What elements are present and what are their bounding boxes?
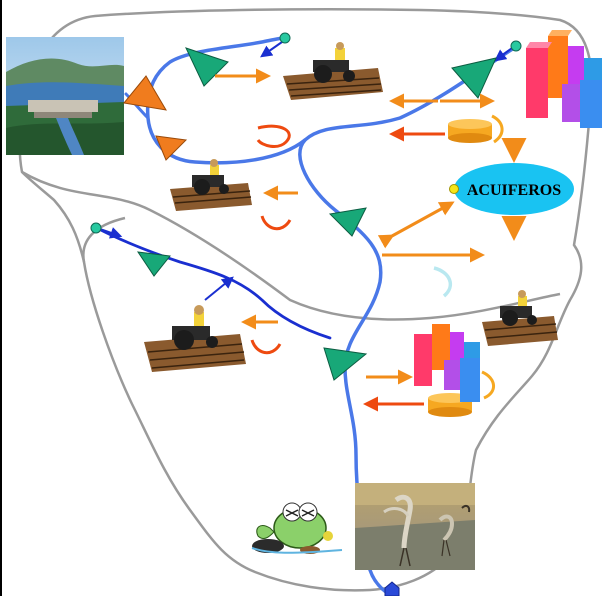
dam-triangle-main bbox=[123, 75, 167, 111]
tributary-inflow-arrow bbox=[204, 276, 234, 301]
aquifer: ACUIFEROS bbox=[449, 163, 574, 215]
aquifer-label: ACUIFEROS bbox=[467, 182, 561, 199]
gauge-triangle-middle bbox=[328, 207, 367, 237]
urban-swirl-upper bbox=[491, 114, 504, 144]
subbasin-divide bbox=[21, 170, 561, 321]
aquifer-node bbox=[449, 184, 459, 194]
tractor-icon bbox=[170, 159, 252, 211]
city-buildings-icon bbox=[526, 30, 602, 128]
dam-triangle-secondary bbox=[155, 135, 188, 161]
return-swirl-1 bbox=[256, 124, 291, 148]
gauge-triangle-east bbox=[451, 57, 497, 99]
subbasin-divide-2 bbox=[82, 216, 126, 263]
tractor-icon bbox=[144, 305, 246, 372]
basin-outlet-node bbox=[384, 581, 400, 596]
headwater-arrow-east bbox=[494, 47, 513, 62]
tractor-icon bbox=[482, 290, 558, 346]
gauge-triangle-south bbox=[323, 347, 368, 381]
gauge-triangle-north bbox=[185, 47, 229, 87]
source-node-north bbox=[279, 32, 291, 44]
polluted-fish-icon bbox=[251, 502, 343, 554]
source-node-east bbox=[510, 40, 522, 52]
tributary-river bbox=[95, 226, 332, 340]
gauge-triangle-tributary bbox=[136, 251, 171, 277]
storage-tank-upper bbox=[448, 119, 492, 143]
headwater-arrow bbox=[260, 41, 283, 58]
tractor-icon bbox=[283, 42, 383, 100]
source-node-tributary bbox=[90, 222, 102, 234]
city-buildings-icon bbox=[414, 324, 480, 402]
return-swirl-3 bbox=[250, 339, 282, 355]
recharge-swirl bbox=[433, 266, 453, 298]
reservoir-dam-photo bbox=[6, 37, 124, 155]
aquifer-exchange-arrow bbox=[377, 201, 455, 249]
wetland-birds-photo bbox=[355, 483, 475, 570]
return-swirl-2 bbox=[260, 215, 292, 231]
urban-swirl-lower bbox=[481, 370, 495, 400]
